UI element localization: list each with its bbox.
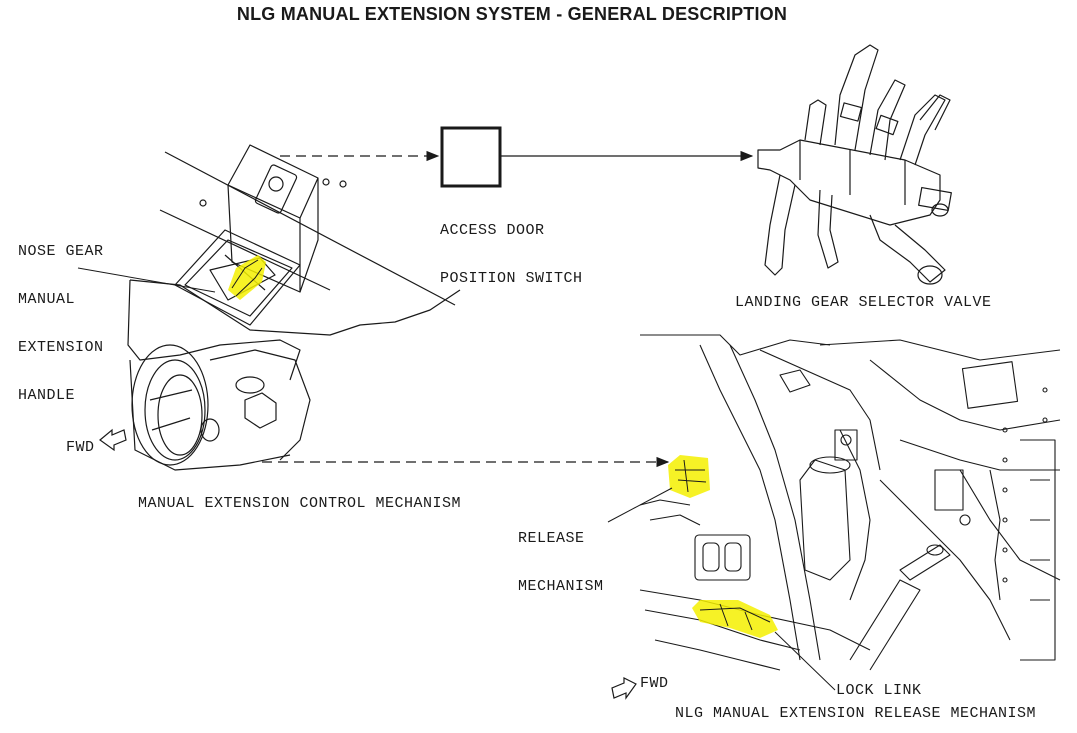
release-mechanism-highlight (668, 455, 710, 498)
fwd-arrow-icon-left (99, 428, 127, 452)
control-mechanism-illustration (127, 144, 461, 471)
label-fwd-left: FWD (66, 439, 95, 456)
release-leader (607, 487, 673, 523)
label-line: RELEASE (518, 530, 585, 547)
fwd-arrow-icon-right (611, 677, 637, 700)
label-lock-link: LOCK LINK (836, 682, 922, 699)
lock-link-leader (774, 631, 836, 691)
access-door-switch-box (440, 126, 502, 188)
label-line: EXTENSION (18, 339, 104, 356)
label-line: NOSE GEAR (18, 243, 104, 260)
label-selector-valve: LANDING GEAR SELECTOR VALVE (735, 294, 992, 311)
handle-leader (77, 267, 216, 293)
label-line: POSITION SWITCH (440, 270, 583, 287)
label-line: HANDLE (18, 387, 76, 404)
label-fwd-right: FWD (640, 675, 669, 692)
label-line: ACCESS DOOR (440, 222, 545, 239)
label-nose-gear-handle: NOSE GEAR MANUAL EXTENSION HANDLE (18, 212, 104, 436)
label-access-door-switch: ACCESS DOOR POSITION SWITCH (440, 191, 583, 319)
label-release-mechanism: RELEASE MECHANISM (518, 499, 604, 627)
label-line: MANUAL (18, 291, 76, 308)
label-line: MECHANISM (518, 578, 604, 595)
label-release-mechanism-view: NLG MANUAL EXTENSION RELEASE MECHANISM (675, 705, 1037, 722)
diagram-title: NLG MANUAL EXTENSION SYSTEM - GENERAL DE… (236, 4, 788, 24)
label-control-mechanism: MANUAL EXTENSION CONTROL MECHANISM (138, 495, 462, 512)
selector-valve-illustration (757, 44, 952, 285)
lock-link-highlight (692, 600, 778, 638)
handle-highlight (228, 255, 266, 300)
